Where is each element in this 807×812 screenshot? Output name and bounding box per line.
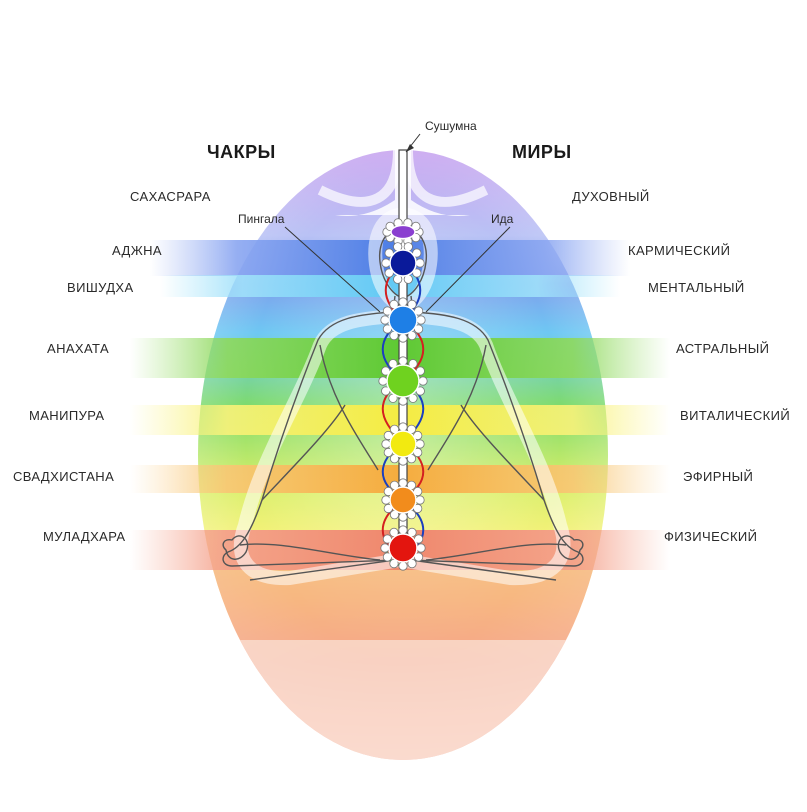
meditating-figure — [222, 227, 584, 581]
sushumna-label: Сушумна — [425, 119, 477, 133]
chakra-label-muladhara: МУЛАДХАРА — [43, 529, 126, 544]
world-label-etheric: ЭФИРНЫЙ — [683, 469, 754, 484]
chakra-circles — [378, 218, 428, 571]
chakra-anahata — [378, 356, 428, 406]
world-label-mental: МЕНТАЛЬНЫЙ — [648, 280, 745, 295]
chakra-ajna — [381, 242, 425, 284]
world-label-physical: ФИЗИЧЕСКИЙ — [664, 529, 758, 544]
pingala-label: Пингала — [238, 212, 285, 226]
chakra-vishuddha — [380, 297, 426, 343]
chakra-svadhisthana — [381, 478, 425, 522]
chakra-label-ajna: АДЖНА — [112, 243, 162, 258]
chakra-sahasrara — [382, 218, 424, 246]
world-label-vital: ВИТАЛИЧЕСКИЙ — [680, 408, 791, 423]
worlds-header: МИРЫ — [512, 142, 572, 162]
band-mental — [160, 275, 620, 297]
world-label-astral: АСТРАЛЬНЫЙ — [676, 341, 770, 356]
ida-label: Ида — [491, 212, 514, 226]
chakra-label-sahasrara: САХАСРАРА — [130, 189, 211, 204]
chakras-header: ЧАКРЫ — [207, 142, 276, 162]
world-label-spiritual: ДУХОВНЫЙ — [572, 189, 650, 204]
chakra-manipura — [381, 422, 425, 466]
chakra-label-vishuddha: ВИШУДХА — [67, 280, 134, 295]
chakra-label-manipura: МАНИПУРА — [29, 408, 105, 423]
chakra-label-anahata: АНАХАТА — [47, 341, 110, 356]
chakra-label-svadhisthana: СВАДХИСТАНА — [13, 469, 115, 484]
chakra-muladhara — [380, 525, 426, 571]
world-label-karmic: КАРМИЧЕСКИЙ — [628, 243, 731, 258]
